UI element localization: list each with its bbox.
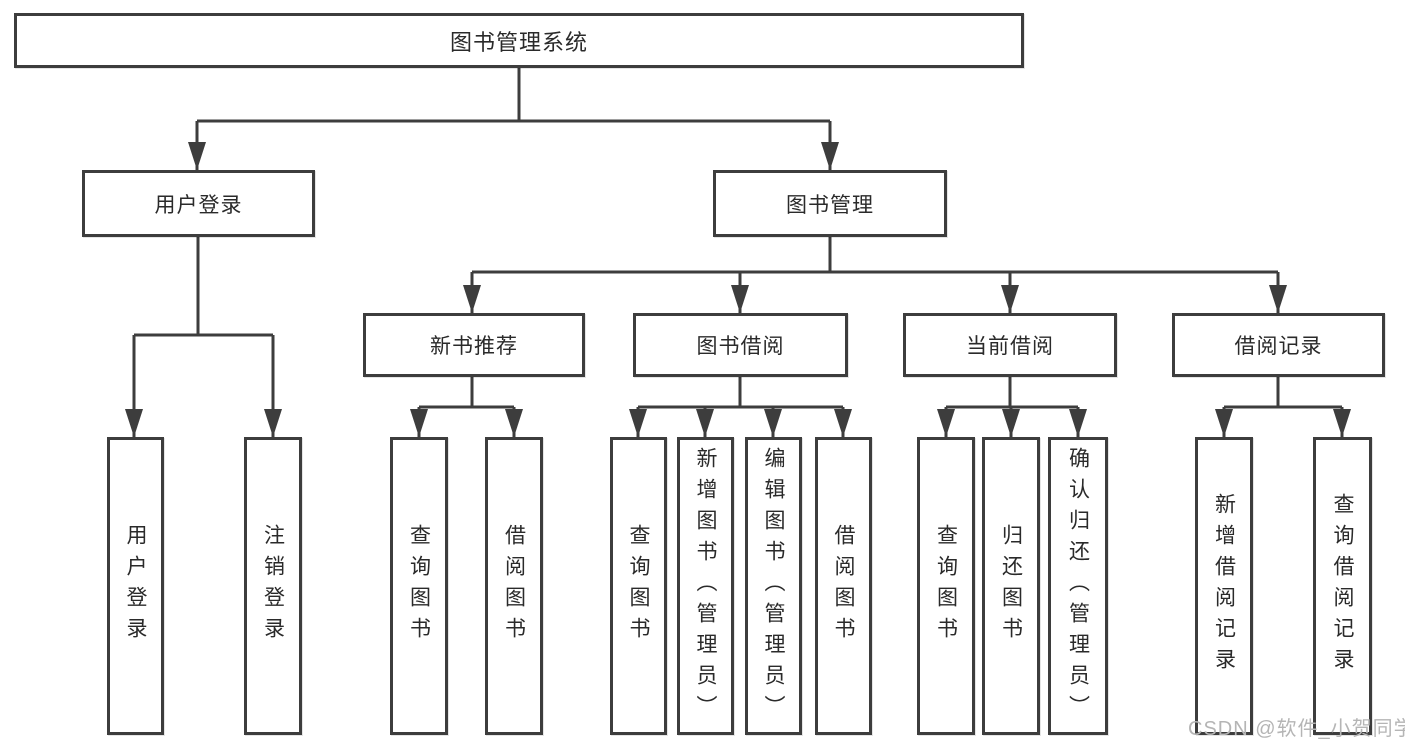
leaf-cb-query-books: 查询图书	[917, 437, 975, 735]
node-label: 用户登录	[124, 524, 147, 648]
node-borrowing-records: 借阅记录	[1172, 313, 1385, 377]
node-label: 借阅图书	[832, 524, 855, 648]
node-label: 借阅记录	[1234, 335, 1323, 358]
node-label: 新增借阅记录	[1212, 493, 1236, 679]
node-label: 查询借阅记录	[1331, 493, 1354, 679]
node-label: 图书管理	[786, 193, 874, 217]
leaf-cb-confirm-return-admin: 确认归还（管理员）	[1048, 437, 1108, 735]
node-label: 查询图书	[407, 524, 431, 648]
leaf-user-login: 用户登录	[107, 437, 164, 735]
leaf-bb-edit-books-admin: 编辑图书（管理员）	[745, 437, 802, 735]
leaf-logout: 注销登录	[244, 437, 302, 735]
node-label: 图书管理系统	[449, 29, 588, 55]
leaf-bb-add-books-admin: 新增图书（管理员）	[677, 437, 734, 735]
node-label: 新书推荐	[430, 335, 518, 358]
leaf-cb-return-books: 归还图书	[982, 437, 1040, 735]
node-label: 用户登录	[154, 193, 243, 217]
node-label: 查询图书	[627, 524, 650, 648]
node-label: 注销登录	[261, 524, 285, 648]
node-book-borrowing: 图书借阅	[633, 313, 848, 377]
node-book-management: 图书管理	[713, 170, 947, 237]
leaf-bb-query-books: 查询图书	[610, 437, 667, 735]
leaf-rec-query-record: 查询借阅记录	[1313, 437, 1372, 735]
leaf-bb-borrow-books: 借阅图书	[815, 437, 872, 735]
node-label: 借阅图书	[502, 524, 526, 648]
leaf-nb-query-books: 查询图书	[390, 437, 448, 735]
node-new-book-recommend: 新书推荐	[363, 313, 585, 377]
node-label: 确认归还（管理员）	[1066, 446, 1090, 726]
leaf-rec-add-record: 新增借阅记录	[1195, 437, 1253, 735]
node-label: 新增图书（管理员）	[694, 446, 717, 726]
node-current-borrowing: 当前借阅	[903, 313, 1117, 377]
leaf-nb-borrow-books: 借阅图书	[485, 437, 543, 735]
node-library-system-root: 图书管理系统	[14, 13, 1024, 68]
csdn-watermark: CSDN @软件_小贺同学	[1188, 718, 1405, 740]
node-user-login: 用户登录	[82, 170, 315, 237]
node-label: 图书借阅	[696, 335, 785, 358]
node-label: 编辑图书（管理员）	[762, 446, 785, 726]
node-label: 当前借阅	[966, 335, 1054, 358]
node-label: 查询图书	[934, 524, 958, 648]
node-label: 归还图书	[999, 524, 1023, 648]
